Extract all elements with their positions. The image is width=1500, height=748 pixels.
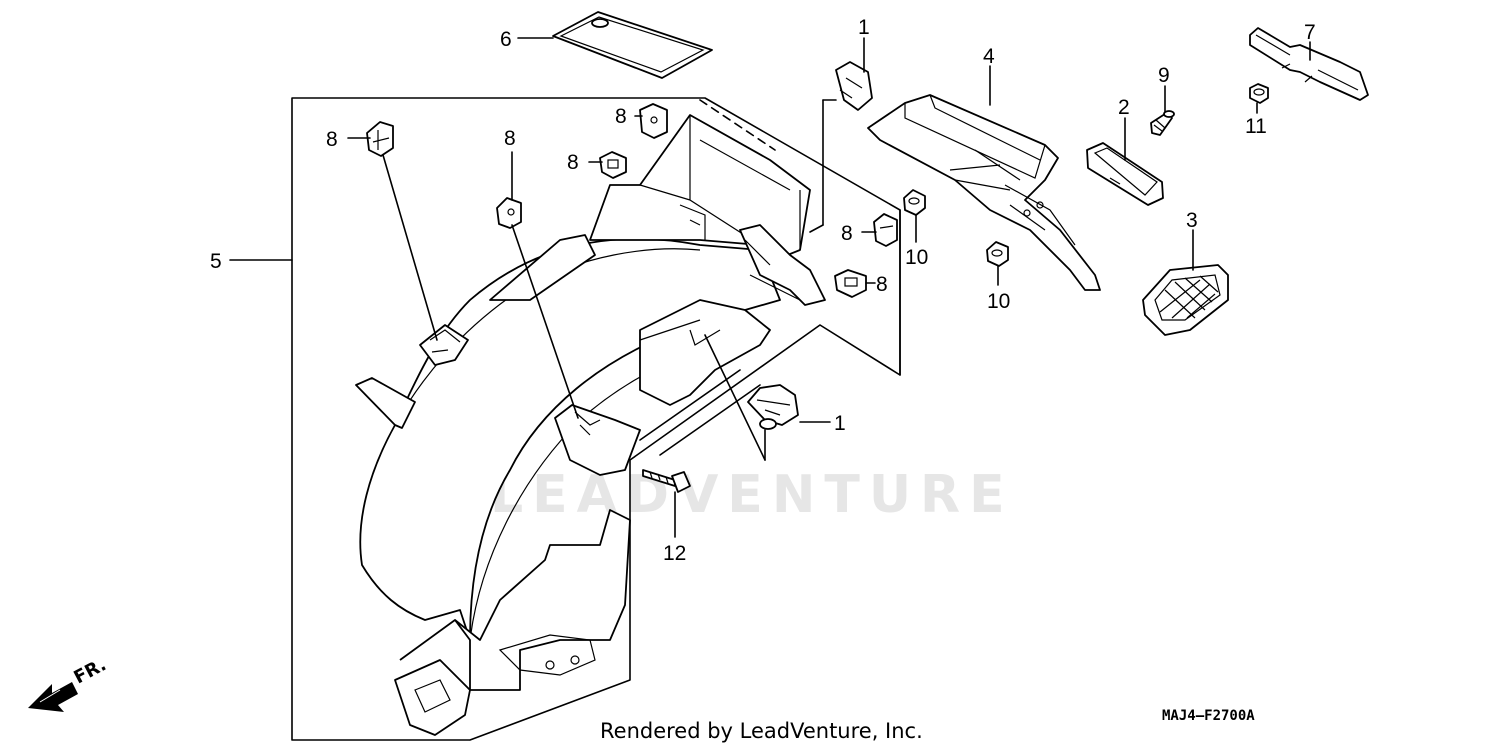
part-2-lens-gasket [1086, 142, 1164, 206]
callout-4: 4 [983, 45, 995, 68]
callout-11: 11 [1245, 115, 1267, 138]
part-8-clip-d [599, 151, 627, 179]
callout-8-b: 8 [504, 127, 516, 150]
part-10-grommet-b [986, 241, 1009, 267]
callout-5: 5 [210, 250, 222, 273]
callout-8-e: 8 [841, 222, 853, 245]
part-1-clip-bottom [747, 384, 799, 430]
part-8-clip-c [639, 103, 668, 139]
part-3-lens [1142, 264, 1229, 336]
callout-12: 12 [663, 542, 686, 565]
callout-8-a: 8 [326, 128, 338, 151]
part-1-clip-top [835, 61, 873, 111]
part-6-cover [552, 11, 713, 79]
assembly-bracket [291, 97, 901, 741]
part-4-license-bracket [867, 94, 1101, 291]
callout-8-d: 8 [567, 151, 579, 174]
callout-8-f: 8 [876, 273, 888, 296]
watermark: LEADVENTURE [490, 465, 1014, 525]
part-8-clip-a [366, 121, 394, 157]
callout-6: 6 [500, 28, 512, 51]
diagram-code: MAJ4—F2700A [1162, 708, 1255, 724]
callout-10-b: 10 [987, 290, 1010, 313]
callout-1-bottom: 1 [834, 412, 846, 435]
part-5-rear-fender [355, 114, 826, 736]
part-8-clip-f [834, 269, 867, 298]
callout-2: 2 [1118, 96, 1130, 119]
callout-7: 7 [1304, 21, 1316, 44]
part-11-nut [1249, 83, 1269, 104]
callout-3: 3 [1186, 209, 1198, 232]
part-7-plate-bracket [1249, 27, 1369, 101]
callout-8-c: 8 [615, 105, 627, 128]
part-9-bulb [1150, 110, 1175, 136]
part-12-bolt [642, 469, 691, 493]
callout-9: 9 [1158, 64, 1170, 87]
leader-lines [229, 37, 1311, 538]
part-8-clip-e [873, 213, 898, 247]
part-10-grommet-a [903, 189, 926, 216]
direction-label: FR. [70, 654, 109, 688]
part-8-clip-b [496, 197, 522, 229]
callout-10-a: 10 [905, 246, 928, 269]
arrow-fr-icon: FR. [28, 654, 110, 712]
footer-credit: Rendered by LeadVenture, Inc. [600, 719, 923, 743]
callout-1-top: 1 [858, 16, 870, 39]
